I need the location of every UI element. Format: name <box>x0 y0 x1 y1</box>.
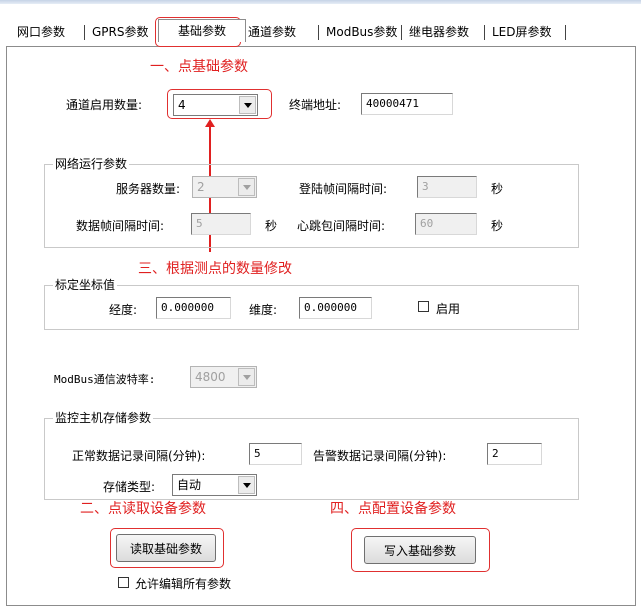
storage-group-title: 监控主机存储参数 <box>53 410 154 426</box>
annotation-arrowhead <box>205 119 215 127</box>
tab-separator <box>565 25 566 40</box>
normal-interval-input[interactable]: 5 <box>249 443 302 465</box>
data-interval-input[interactable]: 5 <box>191 213 251 235</box>
window-top-strip <box>0 0 641 4</box>
data-interval-unit: 秒 <box>265 219 278 233</box>
chevron-down-icon[interactable] <box>238 476 255 494</box>
coordinate-group: 标定坐标值 <box>44 277 579 330</box>
modbus-baud-select[interactable]: 4800 <box>190 366 257 388</box>
storage-params-group: 监控主机存储参数 <box>44 410 579 500</box>
terminal-address-label: 终端地址: <box>289 98 342 112</box>
chevron-down-icon[interactable] <box>239 96 256 114</box>
server-count-value: 2 <box>197 180 205 194</box>
server-count-label: 服务器数量: <box>116 182 181 196</box>
read-basic-params-button[interactable]: 读取基础参数 <box>116 534 216 562</box>
tab-gprs[interactable]: GPRS参数 <box>92 25 149 39</box>
latitude-input[interactable]: 0.000000 <box>299 297 372 319</box>
annotation-step3: 三、根据测点的数量修改 <box>138 261 292 277</box>
allow-edit-label: 允许编辑所有参数 <box>135 577 232 591</box>
storage-type-value: 自动 <box>177 478 202 492</box>
alarm-interval-input[interactable]: 2 <box>487 443 542 465</box>
coordinate-enable-checkbox[interactable] <box>418 301 429 312</box>
heartbeat-input[interactable]: 60 <box>415 213 477 235</box>
storage-type-select[interactable]: 自动 <box>172 474 257 496</box>
tab-separator <box>401 25 402 40</box>
login-interval-input[interactable]: 3 <box>417 176 477 198</box>
tab-separator <box>484 25 485 40</box>
modbus-baud-value: 4800 <box>195 370 226 384</box>
tab-led[interactable]: LED屏参数 <box>492 25 552 39</box>
modbus-baud-label: ModBus通信波特率: <box>54 373 156 386</box>
latitude-label: 维度: <box>249 303 278 317</box>
chevron-down-icon <box>238 368 255 386</box>
network-params-group: 网络运行参数 <box>44 156 579 248</box>
chevron-down-icon <box>238 178 255 196</box>
annotation-step2: 二、点读取设备参数 <box>80 501 206 517</box>
channel-count-select[interactable]: 4 <box>173 94 258 116</box>
network-group-title: 网络运行参数 <box>53 156 130 172</box>
write-basic-params-button[interactable]: 写入基础参数 <box>364 536 476 564</box>
highlight-channel-count <box>167 89 272 119</box>
heartbeat-unit: 秒 <box>491 219 504 233</box>
server-count-select[interactable]: 2 <box>192 176 257 198</box>
tab-channel[interactable]: 通道参数 <box>248 25 297 39</box>
coordinate-group-title: 标定坐标值 <box>53 277 118 293</box>
data-interval-label: 数据帧间隔时间: <box>76 219 165 233</box>
longitude-input[interactable]: 0.000000 <box>156 297 231 319</box>
annotation-step4: 四、点配置设备参数 <box>330 501 456 517</box>
tab-relay[interactable]: 继电器参数 <box>409 25 470 39</box>
tab-separator <box>84 25 85 40</box>
tab-separator <box>318 25 319 40</box>
coordinate-enable-label: 启用 <box>436 302 461 316</box>
heartbeat-label: 心跳包间隔时间: <box>297 219 386 233</box>
channel-count-value: 4 <box>178 98 186 112</box>
highlight-write-button <box>351 528 490 572</box>
annotation-step1: 一、点基础参数 <box>150 59 248 75</box>
highlight-read-button <box>110 528 224 568</box>
longitude-label: 经度: <box>109 303 138 317</box>
allow-edit-checkbox[interactable] <box>118 577 129 588</box>
tab-basic[interactable]: 基础参数 <box>158 19 246 42</box>
channel-count-label: 通道启用数量: <box>66 98 143 112</box>
tab-modbus[interactable]: ModBus参数 <box>326 25 398 39</box>
login-interval-label: 登陆帧间隔时间: <box>299 182 388 196</box>
alarm-interval-label: 告警数据记录间隔(分钟): <box>313 449 447 463</box>
basic-params-panel <box>6 46 636 606</box>
login-interval-unit: 秒 <box>491 182 504 196</box>
normal-interval-label: 正常数据记录间隔(分钟): <box>72 449 206 463</box>
tab-network[interactable]: 网口参数 <box>17 25 66 39</box>
storage-type-label: 存储类型: <box>103 480 156 494</box>
terminal-address-input[interactable]: 40000471 <box>361 93 453 115</box>
